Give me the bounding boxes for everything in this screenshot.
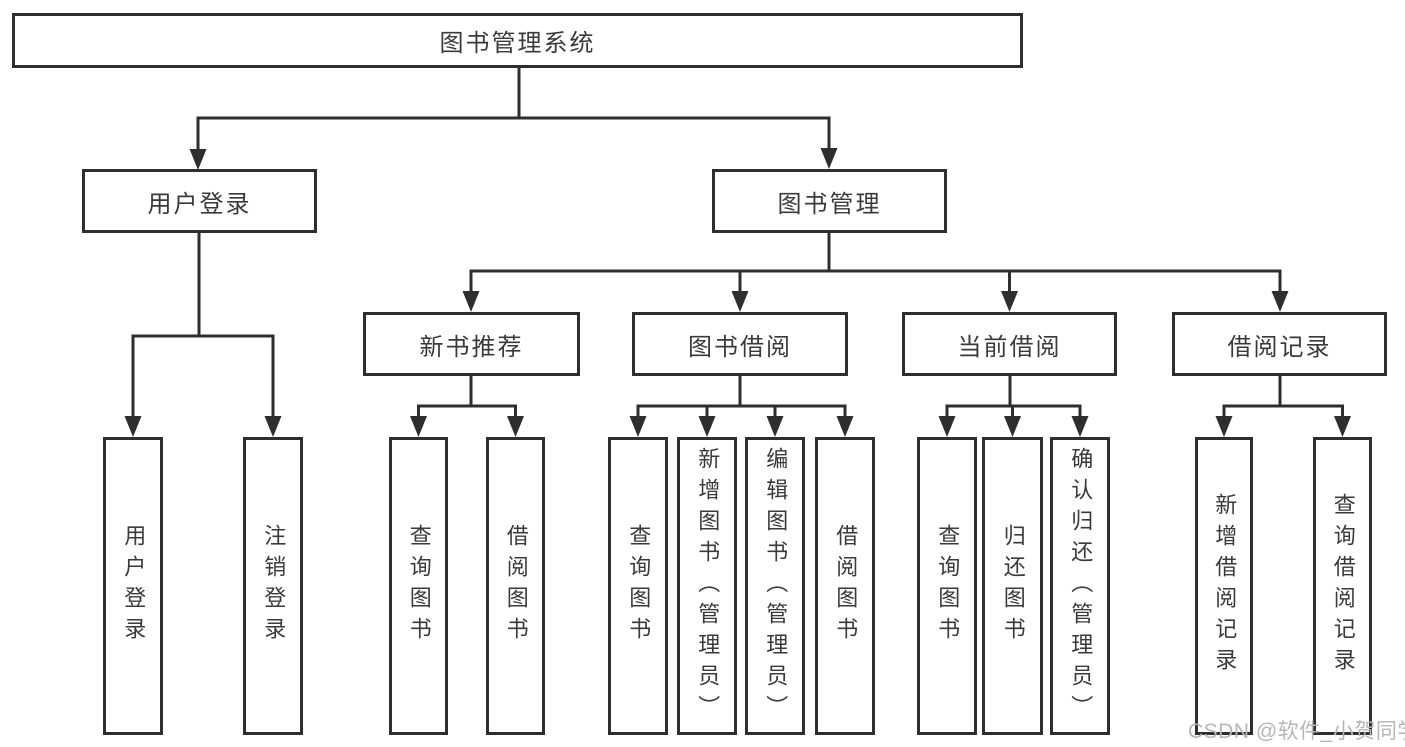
node-logout: 注销登录 — [243, 437, 303, 735]
node-borrowing-records: 借阅记录 — [1172, 312, 1387, 376]
node-add-borrow-record: 新增借阅记录 — [1195, 437, 1253, 735]
node-borrow-books-recommend: 借阅图书 — [486, 437, 545, 735]
node-book-borrowing: 图书借阅 — [632, 312, 848, 376]
node-query-books-current: 查询图书 — [917, 437, 977, 735]
node-label: 确认归还（管理员） — [1068, 446, 1094, 726]
node-user-login: 用户登录 — [82, 169, 317, 233]
node-query-borrow-record: 查询借阅记录 — [1313, 437, 1372, 735]
node-query-books-recommend: 查询图书 — [389, 437, 448, 735]
csdn-watermark: CSDN @软件_小贺同学 — [1188, 720, 1405, 743]
node-library-management-system: 图书管理系统 — [12, 13, 1023, 68]
node-user-login-leaf: 用户登录 — [103, 437, 163, 735]
node-label: 新增借阅记录 — [1212, 493, 1238, 679]
node-label: 注销登录 — [261, 524, 287, 648]
node-current-borrowing: 当前借阅 — [902, 312, 1117, 376]
node-label: 查询借阅记录 — [1330, 493, 1356, 679]
node-add-books-admin: 新增图书（管理员） — [677, 437, 737, 735]
node-label: 归还图书 — [1000, 524, 1026, 648]
node-book-management: 图书管理 — [712, 169, 947, 233]
node-label: 借阅图书 — [833, 524, 859, 648]
node-label: 编辑图书（管理员） — [763, 446, 789, 726]
node-edit-books-admin: 编辑图书（管理员） — [745, 437, 805, 735]
node-query-books-borrow: 查询图书 — [608, 437, 668, 735]
node-label: 借阅图书 — [503, 524, 529, 648]
node-label: 新增图书（管理员） — [695, 446, 721, 726]
node-return-books: 归还图书 — [982, 437, 1043, 735]
node-label: 查询图书 — [406, 524, 432, 648]
node-borrow-books: 借阅图书 — [815, 437, 875, 735]
node-label: 用户登录 — [121, 524, 147, 648]
node-label: 查询图书 — [626, 524, 652, 648]
node-new-book-recommendation: 新书推荐 — [363, 312, 580, 376]
node-label: 查询图书 — [935, 524, 961, 648]
node-confirm-return-admin: 确认归还（管理员） — [1050, 437, 1110, 735]
